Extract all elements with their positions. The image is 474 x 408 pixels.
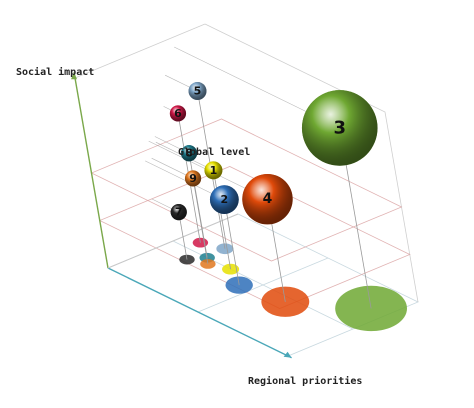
bubble-9	[184, 170, 202, 187]
drop-line-1	[213, 170, 231, 270]
bubble-shadow-3	[335, 285, 408, 332]
left-wall-outline	[74, 23, 206, 79]
bubble-7	[170, 204, 187, 221]
bubble-shadow-5	[216, 243, 234, 255]
guide-plane	[98, 166, 411, 309]
bubble-label-3: 3	[333, 117, 346, 138]
y-axis-arrow	[71, 72, 78, 80]
z-axis-line	[107, 213, 239, 269]
bubble-4	[242, 173, 293, 225]
bubble-label-2: 2	[221, 193, 229, 206]
y-axis-line	[73, 72, 109, 269]
drop-line-2	[223, 199, 240, 286]
z-axis-label: Global level	[178, 147, 251, 158]
bubble-label-7: 7	[175, 206, 183, 219]
floor-gridline-z	[172, 240, 354, 330]
bubble-8	[180, 145, 198, 162]
x-axis-arrow	[283, 351, 292, 358]
bubble-label-5: 5	[194, 85, 202, 98]
bubble-6	[169, 105, 187, 122]
bubble-label-4: 4	[263, 191, 273, 207]
x-axis-line	[107, 267, 292, 359]
drop-line-9	[192, 178, 209, 265]
bubble-label-6: 6	[174, 107, 182, 120]
bubble-1	[204, 161, 223, 180]
bubble-label-9: 9	[189, 172, 197, 185]
bubble-3	[301, 90, 378, 166]
bubble-2	[209, 185, 239, 215]
bubble-5	[188, 82, 207, 101]
bubble-layer: 3 56 8 19 4 7 2	[169, 82, 378, 225]
back-wall-outline	[204, 23, 419, 303]
bubble-label-8: 8	[185, 147, 193, 160]
guide-plane	[90, 118, 403, 262]
wall-line-2	[145, 160, 225, 200]
bubble-label-1: 1	[210, 164, 218, 177]
axes-layer	[71, 72, 292, 359]
y-axis-label: Social impact	[16, 67, 95, 78]
x-axis-label: Regional priorities	[248, 376, 363, 387]
